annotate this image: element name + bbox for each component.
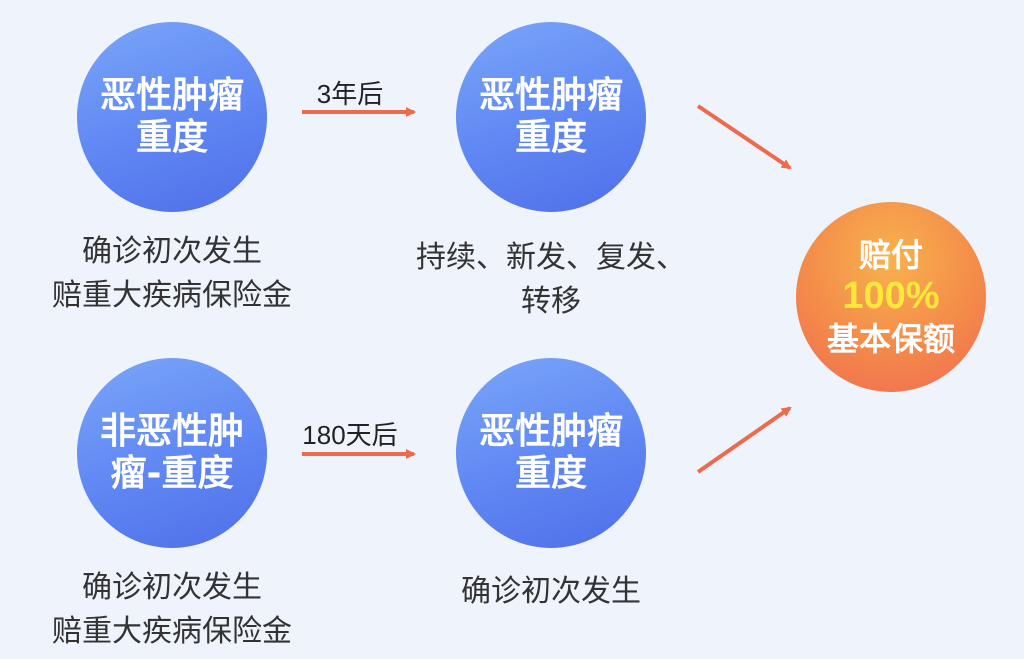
node-row1-start-line2: 重度 [135, 117, 208, 158]
arrow-label-row2: 180天后 [302, 420, 398, 450]
node-row2-end-line2: 重度 [514, 453, 587, 494]
caption-row2-end-line1: 确诊初次发生 [461, 574, 641, 609]
result-line3: 基本保额 [826, 319, 955, 358]
caption-row1-end: 持续、新发、复发、 转移 [396, 236, 706, 323]
caption-row2-end: 确诊初次发生 [406, 570, 696, 614]
node-row1-end: 恶性肿瘤 重度 [456, 22, 646, 212]
node-row2-start: 非恶性肿 瘤-重度 [77, 358, 267, 548]
result-percentage: 100% [842, 275, 940, 318]
caption-row1-start: 确诊初次发生 赔重大疾病保险金 [22, 230, 322, 317]
node-row2-end: 恶性肿瘤 重度 [456, 358, 646, 548]
caption-row1-start-line1: 确诊初次发生 [82, 234, 262, 269]
caption-row2-start-line1: 确诊初次发生 [82, 570, 262, 605]
node-row2-start-line1: 非恶性肿 [99, 410, 244, 452]
result-line1: 赔付 [858, 235, 923, 274]
result-node: 赔付 100% 基本保额 [796, 202, 986, 392]
arrow-label-row1: 3年后 [316, 79, 384, 109]
caption-row1-end-line1: 持续、新发、复发、 [416, 240, 686, 275]
caption-row1-end-line2: 转移 [521, 283, 581, 319]
caption-row2-start-line2: 赔重大疾病保险金 [52, 613, 292, 649]
node-row1-start: 恶性肿瘤 重度 [77, 22, 267, 212]
node-row2-end-line1: 恶性肿瘤 [478, 410, 623, 452]
caption-row2-start: 确诊初次发生 赔重大疾病保险金 [22, 566, 322, 653]
node-row1-start-line1: 恶性肿瘤 [99, 74, 244, 116]
node-row2-start-line2: 瘤-重度 [110, 453, 234, 494]
node-row1-end-line1: 恶性肿瘤 [478, 74, 623, 116]
arrow-to-result-bottom [696, 406, 792, 474]
caption-row1-start-line2: 赔重大疾病保险金 [52, 277, 292, 313]
node-row1-end-line2: 重度 [514, 117, 587, 158]
arrow-to-result-top [696, 104, 792, 170]
